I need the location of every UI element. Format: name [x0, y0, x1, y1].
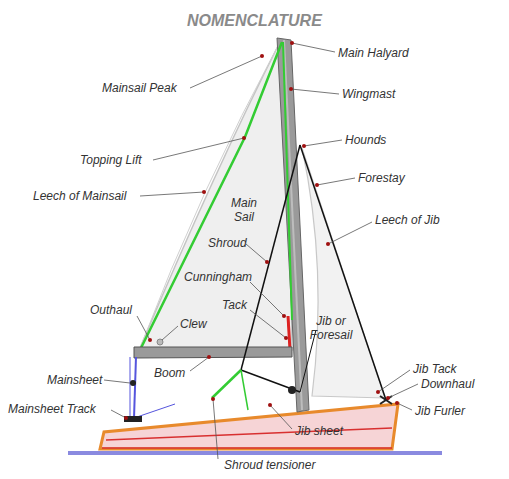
title: NOMENCLATURE: [187, 12, 322, 30]
part-label: Forestay: [358, 171, 405, 185]
part-label: Mainsheet: [47, 373, 102, 387]
part-label: Mainsail Peak: [102, 81, 177, 95]
part-label: Main Halyard: [338, 46, 409, 60]
part-label: Leech of Mainsail: [33, 189, 126, 203]
part-label: Downhaul: [421, 377, 474, 391]
part-label: Main Sail: [222, 196, 266, 224]
part-label: Outhaul: [90, 303, 132, 317]
part-label: Tack: [222, 298, 247, 312]
part-label: Boom: [154, 366, 185, 380]
part-label: Wingmast: [342, 87, 395, 101]
part-label: Topping Lift: [80, 153, 142, 167]
part-label: Jib Tack: [413, 362, 457, 376]
part-label: Clew: [180, 317, 207, 331]
part-label: Leech of Jib: [375, 213, 440, 227]
part-label: Shroud tensioner: [224, 458, 315, 472]
part-label: Hounds: [345, 133, 386, 147]
part-label: Shroud: [208, 236, 247, 250]
part-label: Cunningham: [184, 270, 252, 284]
part-label: Mainsheet Track: [8, 402, 96, 416]
part-label: Jib or Foresail: [305, 314, 357, 342]
part-label: Jib sheet: [295, 424, 343, 438]
part-label: Jib Furler: [415, 404, 465, 418]
